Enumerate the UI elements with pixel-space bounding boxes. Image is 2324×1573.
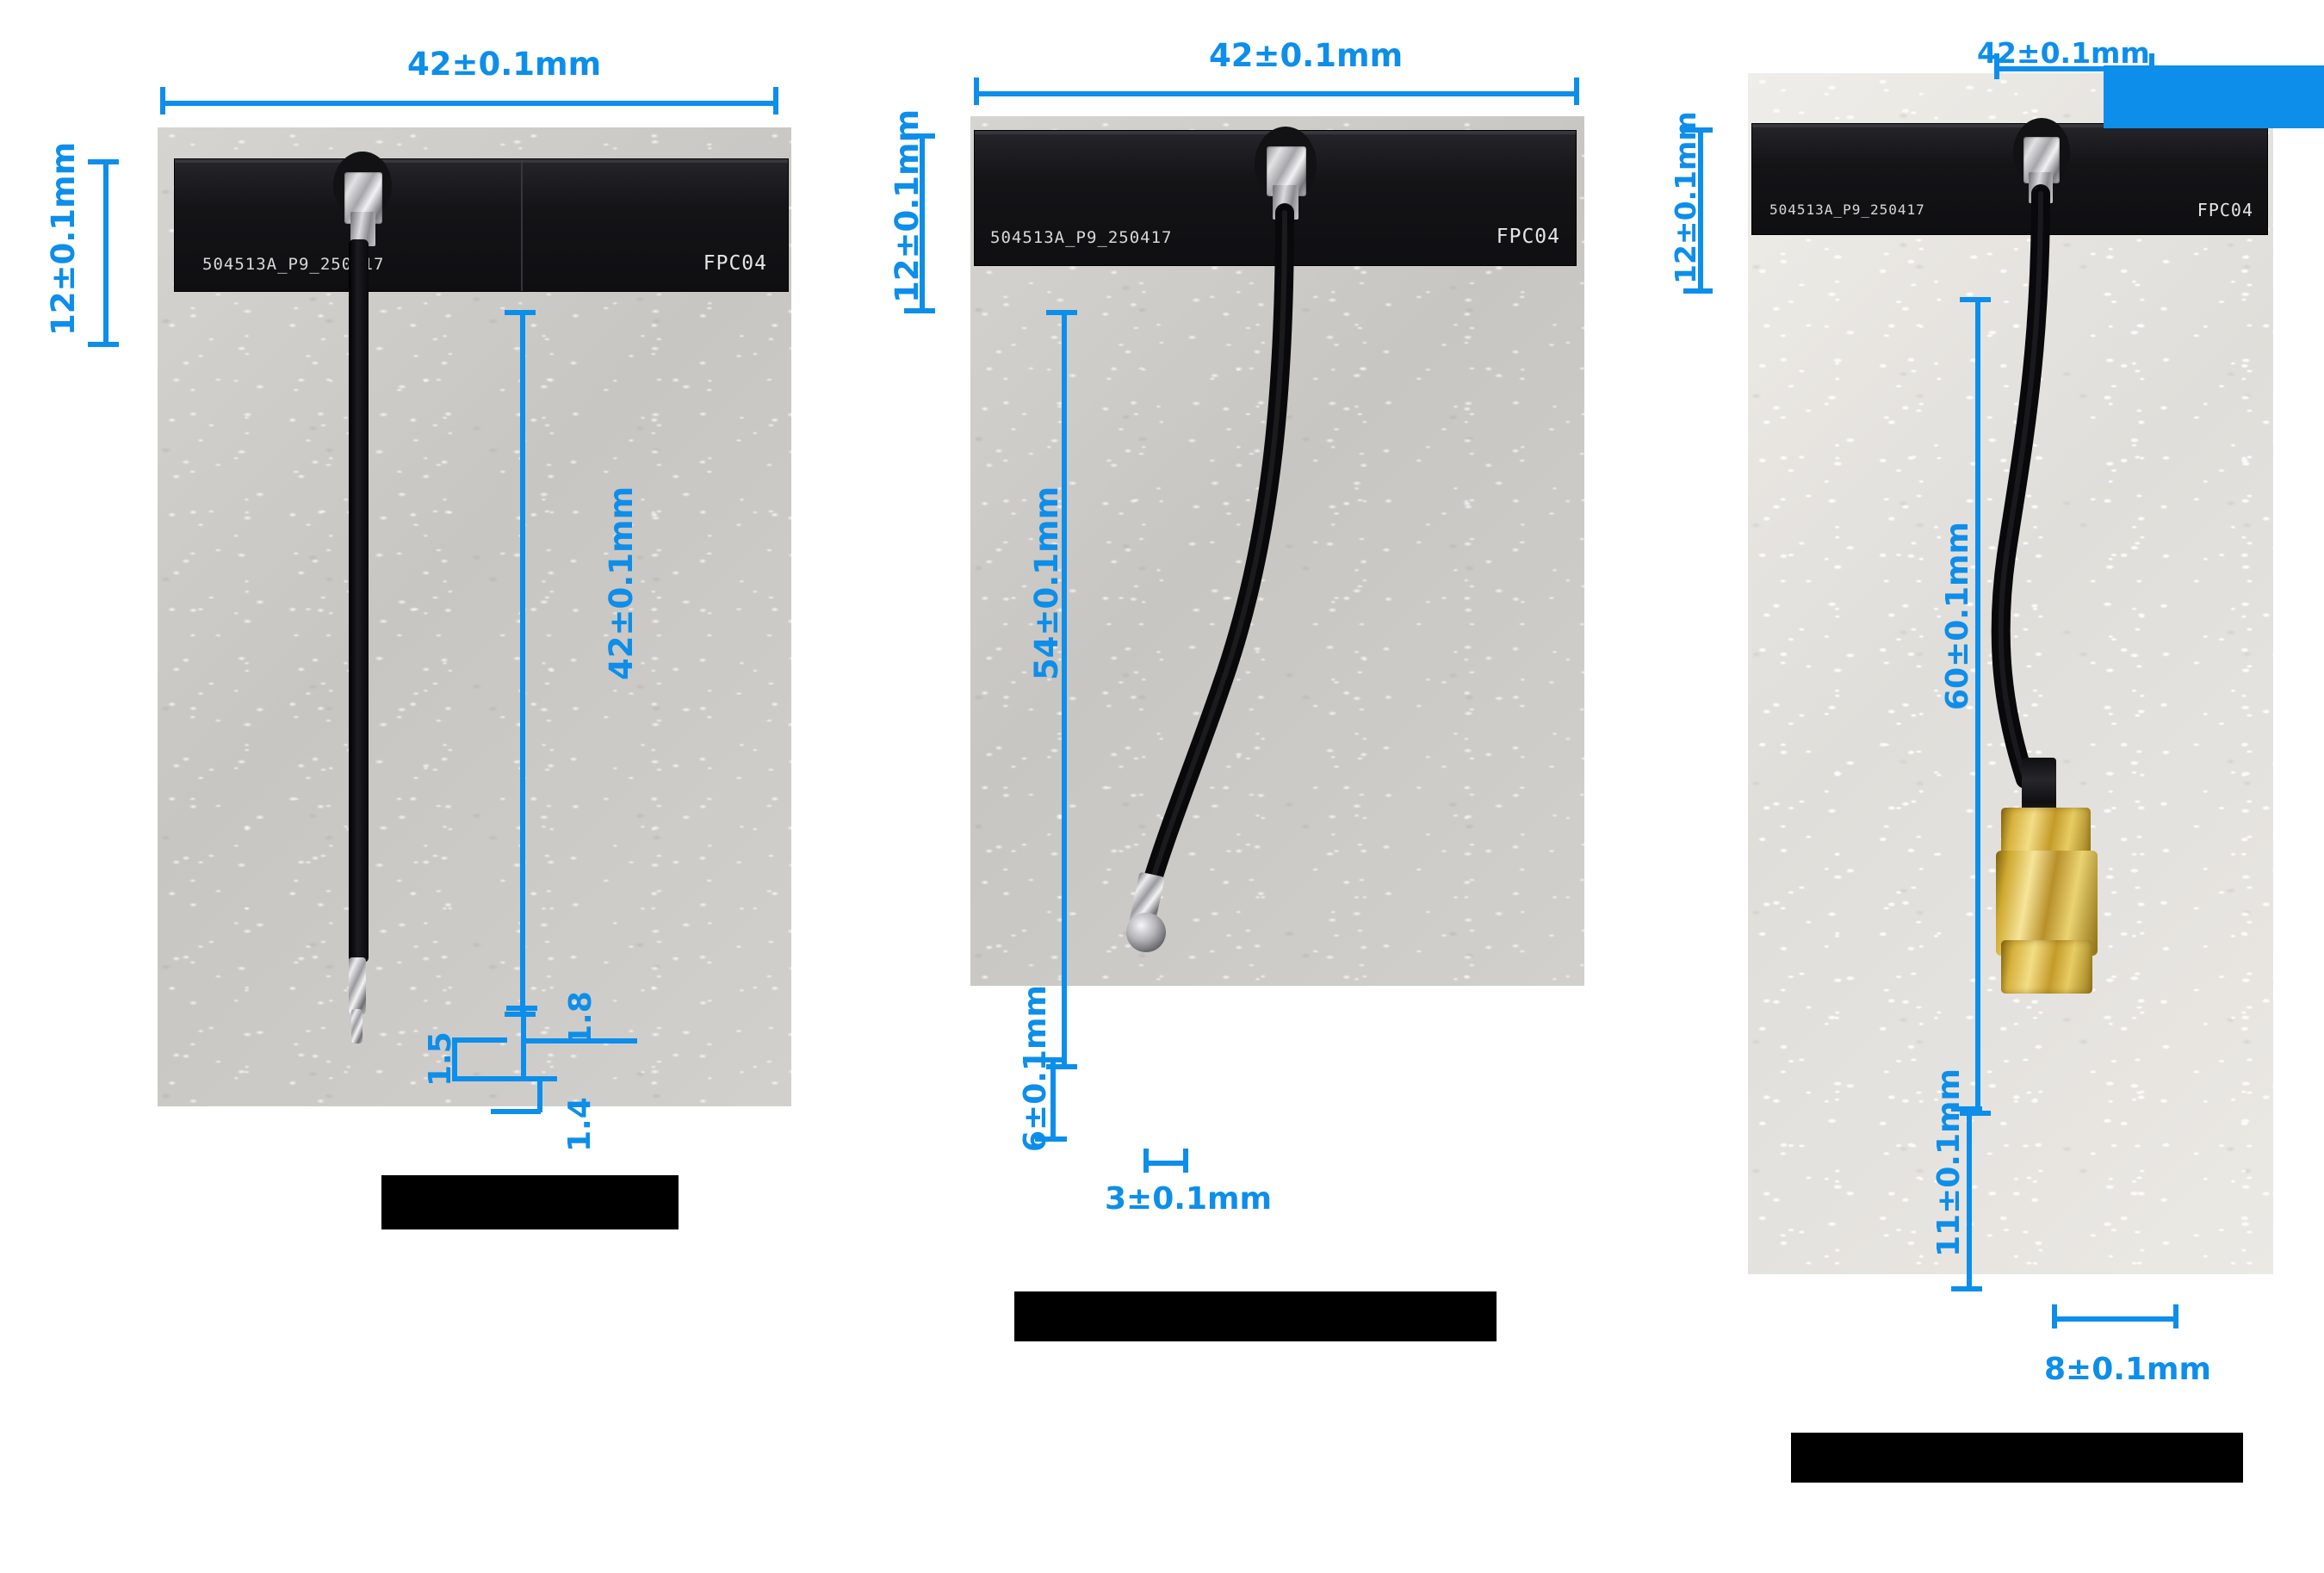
dim-cap-left-cable-bottom [505,1012,536,1017]
dim-cap-left-width-end [773,87,778,115]
sma-connector-right [1996,758,2125,994]
dim-line-left-detail-a [452,1037,457,1079]
dim-line-left-width [160,101,778,106]
coax-cable-middle [1138,203,1294,905]
coax-cable-right [1991,184,2050,789]
dim-cap-right-connector-h-bottom [1951,1286,1982,1291]
board-model-text: FPC04 [2197,200,2253,220]
dim-cap-middle-width-end [1574,77,1579,105]
dim-line-middle-connector-w [1143,1161,1187,1166]
dim-cap-middle-width-start [974,77,979,105]
dim-label-right-height: 12±0.1mm [1669,111,1702,284]
caption-redaction-middle [1014,1291,1497,1341]
dim-line-left-cable [520,310,525,1014]
dim-cap-middle-height-bottom [904,308,935,313]
product-photo-right: 504513A_P9_250417 FPC04 [1748,73,2273,1274]
dim-cap-middle-cable-bottom [1046,1064,1077,1069]
dim-cap-middle-cable-top [1046,310,1077,315]
dim-cap-left-detail-b-top [506,1006,537,1011]
dim-cap-right-connector-h-top [1951,1106,1982,1112]
dim-cap-right-width-start [1994,53,1999,79]
dim-label-right-connector-h: 11±0.1mm [1931,1068,1967,1257]
dim-label-left-detail-b: 1.8 [563,991,598,1046]
dim-cap-left-width-start [160,87,165,115]
caption-redaction-right [1791,1433,2243,1483]
dim-label-middle-connector-h: 6±0.1mm [1018,984,1053,1152]
dim-cap-right-cable-bottom [1960,1111,1991,1116]
dim-line-middle-width [974,91,1579,96]
dim-label-middle-width: 42±0.1mm [1209,37,1404,74]
dim-line-right-cable [1975,297,1980,1115]
dim-cap-middle-connector-w-end [1183,1149,1188,1173]
dim-cap-right-connector-w-start [2052,1304,2057,1328]
dim-cap-right-height-bottom [1683,288,1713,294]
board-serial-text: 504513A_P9_250417 [1769,201,1925,218]
dim-cap-right-connector-w-end [2173,1304,2178,1328]
dim-cap-right-cable-top [1960,297,1991,302]
fpc-board-left: 504513A_P9_250417 FPC04 [174,158,789,292]
dim-cap-middle-connector-h-bottom [1035,1136,1067,1142]
dim-cap-right-height-top [1683,127,1713,133]
dim-label-left-cable: 42±0.1mm [603,486,640,680]
dim-cap-left-detail-c-bottom [491,1109,541,1114]
dim-cap-middle-connector-w-start [1143,1149,1149,1173]
product-photo-left: 504513A_P9_250417 FPC04 [158,127,791,1106]
cable-end-connector-left [349,957,366,1014]
dim-cap-middle-height-top [904,133,935,139]
dim-line-middle-connector-h [1050,1057,1056,1139]
board-seam [521,159,523,291]
coax-cable-left [349,239,369,963]
board-serial-text: 504513A_P9_250417 [202,255,385,274]
dim-cap-left-height-bottom [88,342,119,347]
sma-hex-nut [1996,851,2098,956]
fpc-board-right: 504513A_P9_250417 FPC04 [1751,123,2268,235]
dim-cap-left-cable-top [505,310,536,315]
caption-redaction-left [381,1175,679,1229]
blue-overlay-block [2104,65,2324,128]
dim-line-middle-cable [1062,310,1067,1068]
product-photo-middle: 504513A_P9_250417 FPC04 [970,116,1584,986]
dim-cap-middle-connector-h-top [1035,1057,1067,1062]
sma-collar [2001,940,2092,994]
dim-label-left-detail-c: 1.4 [562,1097,598,1152]
board-top-rim [175,159,788,163]
dim-label-right-connector-w: 8±0.1mm [2044,1352,2212,1387]
board-model-text: FPC04 [1496,226,1560,248]
dim-label-right-cable: 60±0.1mm [1940,521,1975,710]
dim-label-middle-connector-w: 3±0.1mm [1105,1181,1273,1217]
board-model-text: FPC04 [703,252,767,275]
board-serial-text: 504513A_P9_250417 [990,228,1173,247]
dim-label-middle-cable: 54±0.1mm [1028,486,1065,680]
dim-line-right-height [1698,127,1703,291]
dim-label-left-width: 42±0.1mm [407,46,602,83]
dim-label-left-detail-a: 1.5 [423,1031,458,1087]
dim-line-left-detail-c [537,1076,542,1112]
dim-label-left-height: 12±0.1mm [45,141,82,336]
dim-cap-left-height-top [88,159,119,164]
dim-line-right-width [1994,66,2154,71]
dim-cap-left-detail-b-bottom [521,1038,637,1044]
dim-line-middle-height [920,133,925,311]
dim-cap-right-width-end [2149,53,2154,79]
dim-cap-left-detail-c-top [491,1076,541,1081]
cable-end-tip-left [351,1009,363,1044]
dim-line-right-connector-h [1967,1106,1972,1291]
cable-end-ring-middle [1126,913,1166,952]
dim-cap-left-detail-a-top [452,1037,507,1043]
dim-line-right-connector-w [2052,1316,2177,1322]
dim-label-right-width: 42±0.1mm [1977,36,2150,70]
dim-line-left-height [103,159,108,344]
board-top-rim [1752,124,2267,127]
dim-label-middle-height: 12±0.1mm [889,108,926,303]
